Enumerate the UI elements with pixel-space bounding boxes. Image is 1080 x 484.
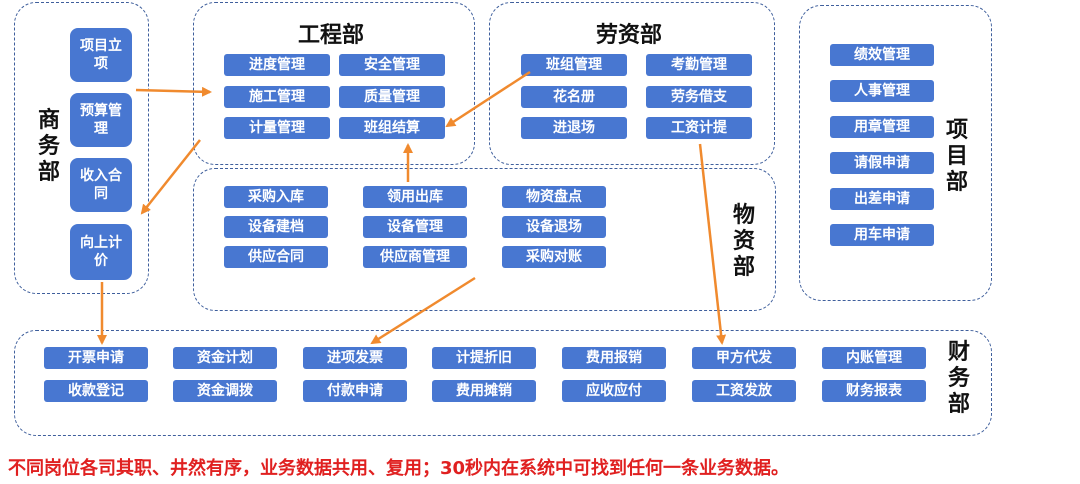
laozi-item-banzuguanli[interactable]: 班组管理 [521, 54, 627, 76]
arrow-gongzijiti-to-jiafangdaifa [698, 143, 727, 345]
wuzi-panel [193, 168, 776, 311]
shangwu-item-xiangmulixiang[interactable]: 项目立项 [70, 28, 132, 82]
xiangmu-item-chuchaishenqing[interactable]: 出差申请 [830, 188, 934, 210]
shangwu-title: 商务部 [37, 108, 60, 185]
caiwu-item-yingshouyingfu[interactable]: 应收应付 [562, 380, 666, 402]
laozi-item-jintuichang[interactable]: 进退场 [521, 117, 627, 139]
gongcheng-item-shigongguanli[interactable]: 施工管理 [224, 86, 330, 108]
shangwu-item-xiangshangjijia[interactable]: 向上计价 [70, 224, 132, 280]
tagline: 不同岗位各司其职、井然有序，业务数据共用、复用；30秒内在系统中可找到任何一条业… [8, 458, 790, 479]
laozi-panel [489, 2, 775, 165]
xiangmu-item-jixiaoguanli[interactable]: 绩效管理 [830, 44, 934, 66]
shangwu-item-yusuanguanli[interactable]: 预算管理 [70, 93, 132, 147]
shangwu-panel [14, 2, 149, 294]
wuzi-item-shebeiguanli[interactable]: 设备管理 [363, 216, 467, 238]
xiangmu-item-yongcheshenqing[interactable]: 用车申请 [830, 224, 934, 246]
arrow-gongcheng-to-shouruhetong [140, 139, 201, 215]
wuzi-title: 物资部 [732, 203, 755, 280]
gongcheng-panel [193, 2, 475, 165]
laozi-title: 劳资部 [596, 23, 663, 48]
caiwu-item-fukuanshenqing[interactable]: 付款申请 [303, 380, 407, 402]
xiangmu-item-qingjiashenqing[interactable]: 请假申请 [830, 152, 934, 174]
caiwu-item-kaipiaoshenqing[interactable]: 开票申请 [44, 347, 148, 369]
caiwu-item-shoukuandengji[interactable]: 收款登记 [44, 380, 148, 402]
caiwu-item-jiafangdaifa[interactable]: 甲方代发 [692, 347, 796, 369]
gongcheng-item-jinduguanli[interactable]: 进度管理 [224, 54, 330, 76]
xiangmu-item-renshiguanli[interactable]: 人事管理 [830, 80, 934, 102]
wuzi-item-caigourruku[interactable]: 采购入库 [224, 186, 328, 208]
xiangmu-panel [799, 5, 992, 301]
wuzi-item-gongyinghetong[interactable]: 供应合同 [224, 246, 328, 268]
gongcheng-item-jiliangguanli[interactable]: 计量管理 [224, 117, 330, 139]
arrow-lixiang-to-gongcheng [135, 86, 212, 97]
wuzi-item-wuzipandian[interactable]: 物资盘点 [502, 186, 606, 208]
arrow-banzuguanli-to-banzujiesuan [445, 70, 531, 128]
caiwu-item-neizhangguanli[interactable]: 内账管理 [822, 347, 926, 369]
caiwu-item-gongzifafang[interactable]: 工资发放 [692, 380, 796, 402]
laozi-item-huamingce[interactable]: 花名册 [521, 86, 627, 108]
caiwu-item-jinxiangfapiao[interactable]: 进项发票 [303, 347, 407, 369]
gongcheng-item-banzujiesuan[interactable]: 班组结算 [339, 117, 445, 139]
caiwu-item-zijindiaobo[interactable]: 资金调拨 [173, 380, 277, 402]
xiangmu-title: 项目部 [945, 118, 968, 195]
wuzi-item-gongyingshangguanli[interactable]: 供应商管理 [363, 246, 467, 268]
caiwu-panel [14, 330, 992, 436]
xiangmu-item-yongzhangguanli[interactable]: 用章管理 [830, 116, 934, 138]
arrow-wuzi-to-jinxiangfapiao [370, 276, 476, 345]
gongcheng-title: 工程部 [298, 23, 365, 48]
wuzi-item-caigouduizhang[interactable]: 采购对账 [502, 246, 606, 268]
caiwu-item-zijinjihua[interactable]: 资金计划 [173, 347, 277, 369]
caiwu-item-feiyongbaoxiao[interactable]: 费用报销 [562, 347, 666, 369]
gongcheng-item-anquanguanli[interactable]: 安全管理 [339, 54, 445, 76]
caiwu-item-feiyongtanxiao[interactable]: 费用摊销 [432, 380, 536, 402]
wuzi-item-lingyongchuku[interactable]: 领用出库 [363, 186, 467, 208]
gongcheng-item-zhiliangguanli[interactable]: 质量管理 [339, 86, 445, 108]
wuzi-item-shebeijiandang[interactable]: 设备建档 [224, 216, 328, 238]
shangwu-item-shouruhetong[interactable]: 收入合同 [70, 158, 132, 212]
caiwu-item-jitizhejiu[interactable]: 计提折旧 [432, 347, 536, 369]
laozi-item-gongzijiti[interactable]: 工资计提 [646, 117, 752, 139]
caiwu-title: 财务部 [947, 340, 970, 417]
wuzi-item-shebeituichang[interactable]: 设备退场 [502, 216, 606, 238]
laozi-item-kaoqinguanli[interactable]: 考勤管理 [646, 54, 752, 76]
caiwu-item-caiwubaobiao[interactable]: 财务报表 [822, 380, 926, 402]
laozi-item-laowujiezhi[interactable]: 劳务借支 [646, 86, 752, 108]
